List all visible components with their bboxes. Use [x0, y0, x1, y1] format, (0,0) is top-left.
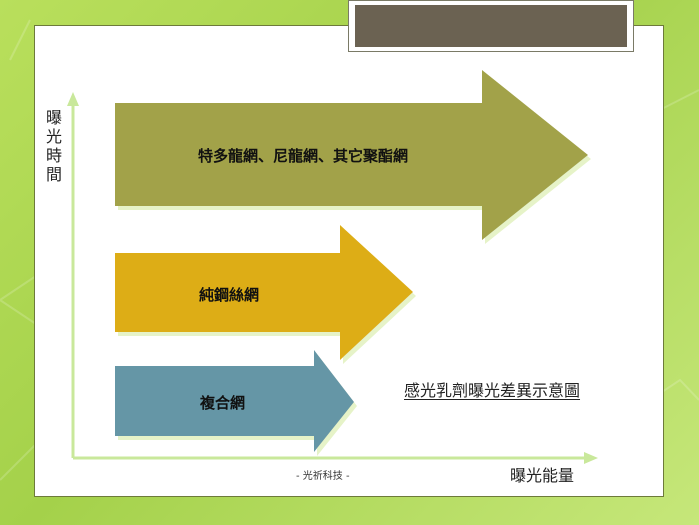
- arrow-composite-mesh-label: 複合網: [200, 394, 246, 412]
- title-box-fill: [355, 5, 627, 47]
- arrow-steel-mesh: [115, 225, 413, 360]
- y-axis-label: 曝光時間: [45, 108, 62, 184]
- arrow-polyester-mesh-label: 特多龍網、尼龍網、其它聚酯網: [198, 147, 409, 165]
- title-box: [348, 0, 634, 52]
- arrow-composite-mesh: [115, 350, 354, 452]
- diagram-caption: 感光乳劑曝光差異示意圖: [404, 381, 581, 400]
- arrow-polyester-mesh: [115, 70, 588, 240]
- footer-company: - 光祈科技 -: [296, 471, 350, 482]
- x-axis-label: 曝光能量: [510, 466, 575, 485]
- arrow-steel-mesh-label: 純鋼絲網: [199, 286, 260, 304]
- y-axis-arrowhead: [67, 92, 79, 106]
- x-axis-arrowhead: [584, 452, 598, 464]
